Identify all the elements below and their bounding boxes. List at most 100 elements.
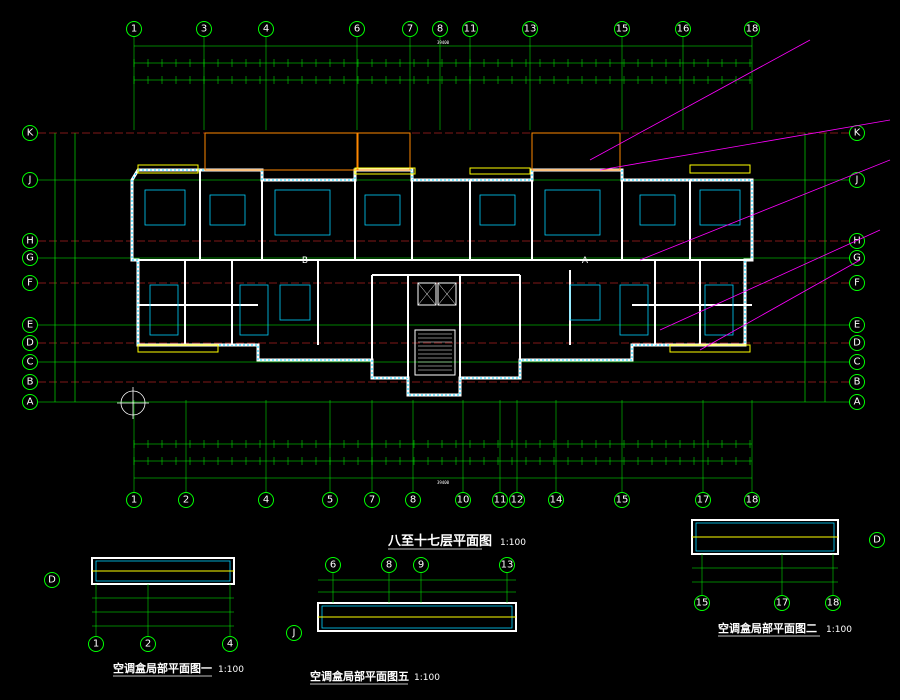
axis-bubble-label: 7 xyxy=(369,495,375,506)
axis-bubble-circle xyxy=(869,532,885,548)
row-axis-bubble-left: J xyxy=(22,172,38,188)
row-axis-bubble-right: K xyxy=(849,125,865,141)
column-axis-bubble-top: 16 xyxy=(675,21,691,37)
ac-box xyxy=(469,167,531,175)
column-axis-bubble-bottom: 7 xyxy=(364,492,380,508)
ac-box xyxy=(669,344,751,353)
axis-bubble-label: 13 xyxy=(501,560,514,571)
axis-bubble-circle xyxy=(140,636,156,652)
row-axis-bubble-left: B xyxy=(22,374,38,390)
axis-bubble-label: 8 xyxy=(410,495,416,506)
row-axis-bubble-left: C xyxy=(22,354,38,370)
axis-bubble-label: K xyxy=(27,128,34,139)
grid-lines xyxy=(38,37,849,492)
elevator-shaft xyxy=(437,282,457,306)
ac-box xyxy=(689,164,751,174)
axis-bubble-circle xyxy=(849,335,865,351)
axis-bubble-circle xyxy=(413,557,429,573)
axis-bubble-label: D xyxy=(48,575,56,586)
axis-bubble-circle xyxy=(849,317,865,333)
axis-bubble-circle xyxy=(614,21,630,37)
axis-bubble-circle xyxy=(258,492,274,508)
column-axis-bubble-top: 6 xyxy=(349,21,365,37)
axis-bubble-circle xyxy=(196,21,212,37)
row-axis-bubble-left: F xyxy=(22,275,38,291)
axis-bubble-circle xyxy=(22,125,38,141)
axis-bubble-circle xyxy=(522,21,538,37)
row-axis-bubble-right: B xyxy=(849,374,865,390)
axis-bubble-label: 9 xyxy=(418,560,424,571)
balcony xyxy=(531,132,621,171)
furniture xyxy=(704,284,734,336)
column-axis-bubble-bottom: 5 xyxy=(322,492,338,508)
axis-bubble-label: D xyxy=(853,338,861,349)
axis-bubble-circle xyxy=(22,172,38,188)
axis-bubble-label: 11 xyxy=(494,495,507,506)
row-axis-bubble-right: H xyxy=(849,233,865,249)
axis-bubble-label: 1 xyxy=(93,639,99,650)
axis-bubble-label: 8 xyxy=(386,560,392,571)
axis-bubble-label: H xyxy=(853,236,861,247)
column-axis-bubble-top: 7 xyxy=(402,21,418,37)
column-axis-bubble-top: 3 xyxy=(196,21,212,37)
axis-bubble-label: B xyxy=(854,377,861,388)
column-axis-bubble-bottom: 4 xyxy=(258,492,274,508)
axis-bubble-label: D xyxy=(873,535,881,546)
column-axis-bubble-bottom: 1 xyxy=(126,492,142,508)
detail5-row-bubble: J xyxy=(286,625,302,641)
axis-bubble-circle xyxy=(849,172,865,188)
axis-bubble-label: J xyxy=(292,628,296,639)
axis-bubble-label: J xyxy=(855,175,859,186)
axis-bubble-circle xyxy=(849,394,865,410)
axis-bubble-label: H xyxy=(26,236,34,247)
axis-bubble-circle xyxy=(88,636,104,652)
row-axis-bubble-left: A xyxy=(22,394,38,410)
axis-bubble-label: 2 xyxy=(183,495,189,506)
detail1-title: 空调盒局部平面图一 xyxy=(113,661,212,675)
axis-bubble-label: E xyxy=(27,320,33,331)
axis-bubble-circle xyxy=(126,492,142,508)
axis-bubble-label: C xyxy=(854,357,861,368)
axis-bubble-circle xyxy=(695,492,711,508)
column-axis-bubble-top: 4 xyxy=(258,21,274,37)
axis-bubble-circle xyxy=(22,275,38,291)
detail1-scale: 1:100 xyxy=(218,665,244,675)
axis-bubble-label: 15 xyxy=(616,495,629,506)
column-axis-bubble-bottom: 17 xyxy=(695,492,711,508)
axis-bubble-label: D xyxy=(26,338,34,349)
axis-bubble-label: C xyxy=(27,357,34,368)
unit-label-a: A xyxy=(582,256,589,266)
column-axis-bubble-top: 18 xyxy=(744,21,760,37)
furniture xyxy=(149,284,179,336)
crosshair-symbol xyxy=(117,387,149,419)
axis-bubble-label: 6 xyxy=(354,24,360,35)
axis-bubble-label: 14 xyxy=(550,495,563,506)
column-axis-bubble-bottom: 11 xyxy=(492,492,508,508)
detail1-axis-bubble: 4 xyxy=(222,636,238,652)
axis-bubble-label: 1 xyxy=(131,24,137,35)
axis-bubble-label: 12 xyxy=(511,495,524,506)
axis-bubble-circle xyxy=(744,492,760,508)
axis-bubble-circle xyxy=(849,250,865,266)
detail5-axis-bubble: 8 xyxy=(381,557,397,573)
axis-bubble-circle xyxy=(849,275,865,291)
axis-bubble-label: 8 xyxy=(437,24,443,35)
axis-bubble-circle xyxy=(509,492,525,508)
bottom-total-dim: 39400 xyxy=(437,480,450,485)
axis-bubble-label: 18 xyxy=(746,24,759,35)
furniture xyxy=(274,189,331,236)
axis-bubble-circle xyxy=(499,557,515,573)
axis-bubble-circle xyxy=(381,557,397,573)
detail2-axis-bubble: 15 xyxy=(694,595,710,611)
detail2-axis-bubble: 18 xyxy=(825,595,841,611)
main-plan-title: 八至十七层平面图 xyxy=(387,533,492,549)
axis-bubble-circle xyxy=(492,492,508,508)
furniture xyxy=(639,194,676,226)
axis-bubble-label: E xyxy=(854,320,860,331)
axis-bubble-label: K xyxy=(854,128,861,139)
leader-line xyxy=(639,159,891,261)
axis-bubble-circle xyxy=(22,354,38,370)
axis-bubble-label: 4 xyxy=(227,639,233,650)
